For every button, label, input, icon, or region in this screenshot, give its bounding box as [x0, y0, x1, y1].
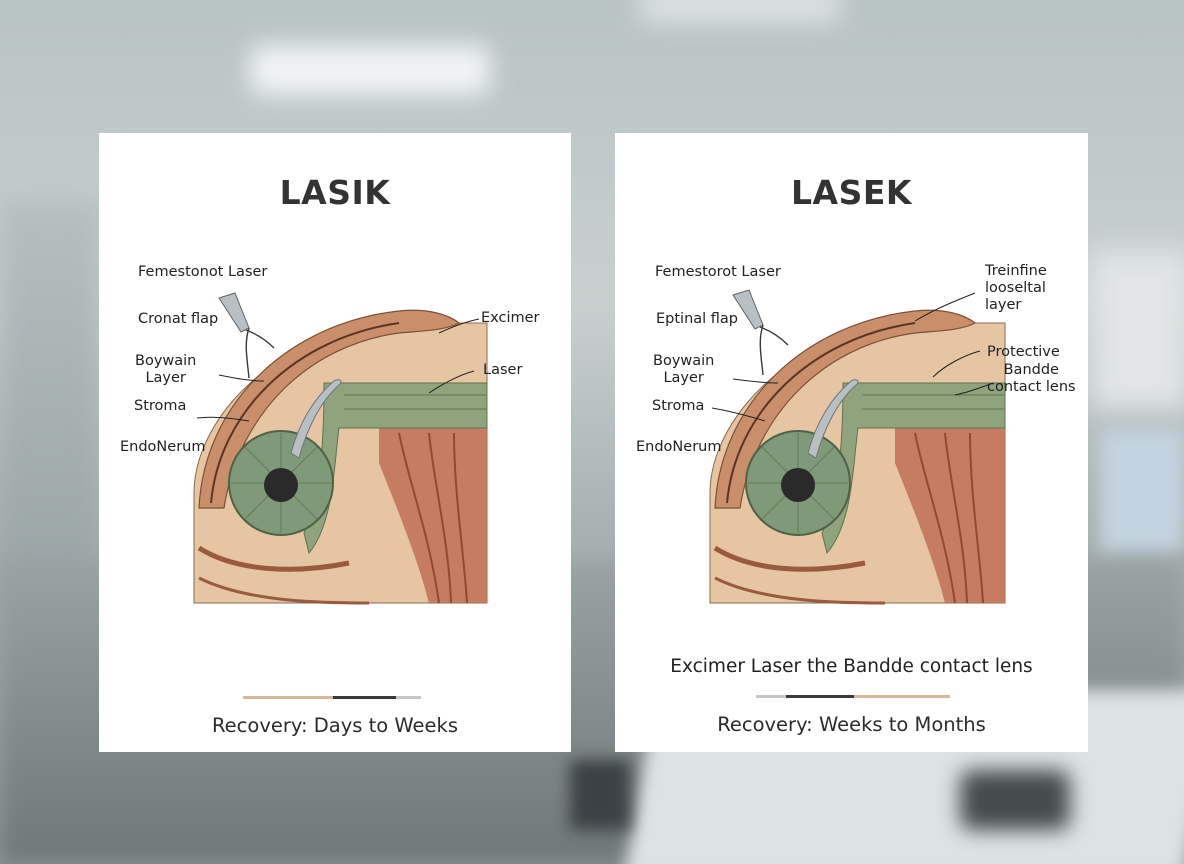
background-shelf — [0, 200, 100, 620]
label-bowman-layer: Boywain Layer — [653, 353, 714, 387]
comparison-bar — [756, 695, 950, 698]
background-object — [960, 770, 1070, 830]
label-stroma: Stroma — [134, 398, 186, 415]
ceiling-light — [640, 0, 840, 20]
label-femtosecond-laser: Femestorot Laser — [655, 264, 781, 281]
label-stroma: Stroma — [652, 398, 704, 415]
label-bowman-layer: Boywain Layer — [135, 353, 196, 387]
background-monitor — [1100, 430, 1184, 550]
label-laser: Laser — [483, 362, 522, 379]
label-epithelial-layer: Treinfine looseltal layer — [985, 263, 1047, 314]
lasik-card: LASIK Femestonot Laser C — [99, 133, 571, 752]
label-excimer: Excimer — [481, 310, 540, 327]
label-flap: Cronat flap — [138, 311, 218, 328]
label-flap: Eptinal flap — [656, 311, 738, 328]
label-protective: Protective — [987, 344, 1060, 361]
comparison-bar — [243, 696, 421, 699]
lasek-card: LASEK Femestorot Laser Eptinal flap Boyw… — [615, 133, 1088, 752]
label-femtosecond-laser: Femestonot Laser — [138, 264, 267, 281]
recovery-time: Recovery: Weeks to Months — [615, 713, 1088, 736]
procedure-note: Excimer Laser the Bandde contact lens — [615, 656, 1088, 677]
background-box — [570, 760, 630, 830]
label-bandage-contact-lens: Bandde contact lens — [987, 362, 1076, 396]
label-endothelium: EndoNerum — [120, 439, 205, 456]
recovery-time: Recovery: Days to Weeks — [99, 714, 571, 737]
background-equipment — [1090, 250, 1184, 410]
ceiling-light — [250, 45, 490, 95]
label-endothelium: EndoNerum — [636, 439, 721, 456]
